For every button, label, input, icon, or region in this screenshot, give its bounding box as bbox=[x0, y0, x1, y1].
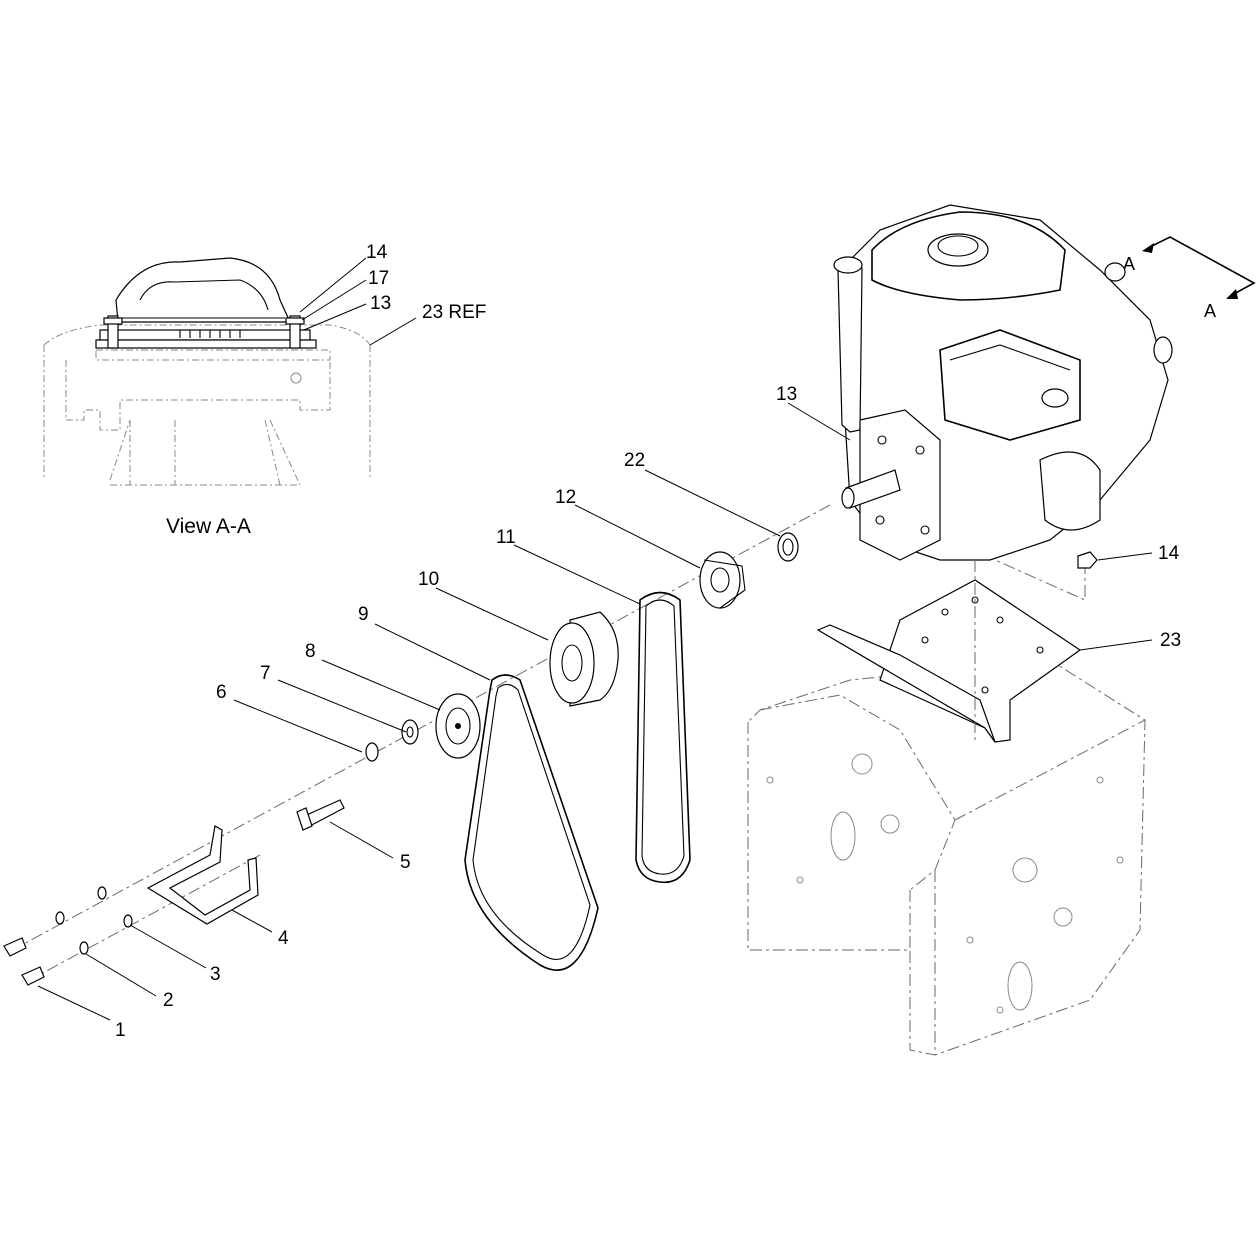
callout-9: 9 bbox=[358, 604, 369, 625]
section-letter-top: A bbox=[1123, 254, 1135, 274]
view-callout-17: 17 bbox=[368, 268, 389, 289]
callout-5: 5 bbox=[400, 852, 411, 873]
callout-23: 23 bbox=[1160, 630, 1181, 651]
callout-7: 7 bbox=[260, 663, 271, 684]
callout-3: 3 bbox=[210, 964, 221, 985]
callout-1: 1 bbox=[115, 1020, 126, 1041]
bolt-left bbox=[103, 315, 123, 349]
callout-4: 4 bbox=[278, 928, 289, 949]
callout-14: 14 bbox=[1158, 543, 1180, 564]
section-marker-a: A A bbox=[1123, 236, 1256, 321]
view-callout-23-ref: 23 REF bbox=[422, 302, 486, 323]
section-letter-bottom: A bbox=[1204, 301, 1216, 321]
callout-2: 2 bbox=[163, 990, 174, 1011]
callout-6: 6 bbox=[216, 682, 227, 703]
assembly-axes bbox=[21, 504, 1086, 981]
mount-plate bbox=[816, 579, 1082, 743]
callout-numbers: 1 2 3 4 5 6 7 8 9 10 11 12 22 13 14 23 bbox=[115, 384, 1181, 1041]
callout-22: 22 bbox=[624, 450, 645, 471]
view-callout-14: 14 bbox=[366, 242, 388, 263]
bolt-right bbox=[285, 315, 305, 349]
view-label: View A-A bbox=[166, 515, 251, 538]
callout-10: 10 bbox=[418, 569, 439, 590]
view-callout-13: 13 bbox=[370, 293, 391, 314]
engine bbox=[833, 204, 1173, 561]
callout-leaders bbox=[37, 402, 1153, 1021]
drive-belts bbox=[464, 591, 691, 971]
callout-13: 13 bbox=[776, 384, 797, 405]
callout-11: 11 bbox=[496, 527, 516, 548]
callout-8: 8 bbox=[305, 641, 316, 662]
fasteners bbox=[3, 532, 1098, 986]
view-a-a-inset: 14 17 13 23 REF View A-A bbox=[43, 242, 486, 538]
chassis-frame bbox=[747, 659, 1146, 1056]
callout-12: 12 bbox=[555, 487, 576, 508]
